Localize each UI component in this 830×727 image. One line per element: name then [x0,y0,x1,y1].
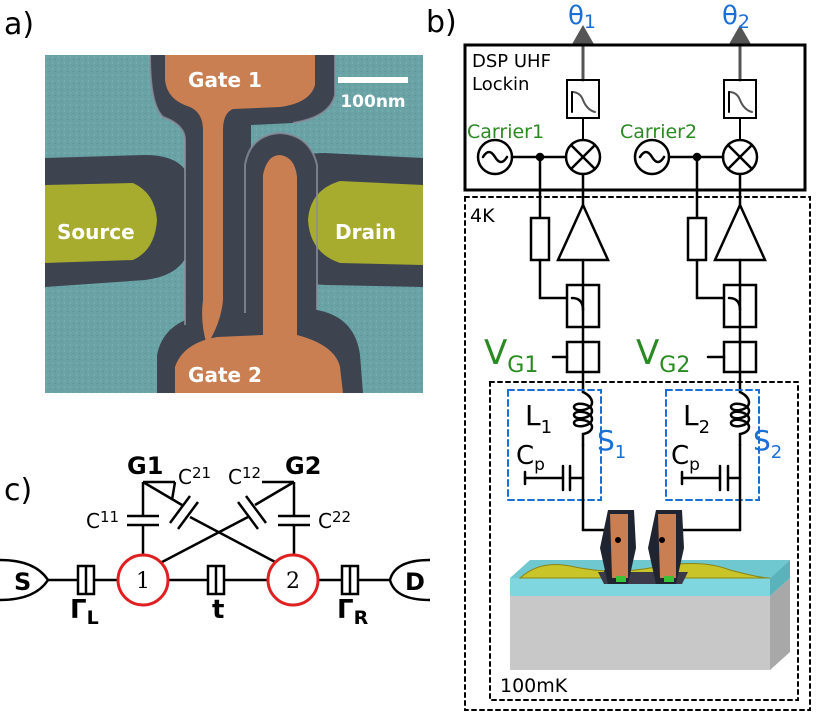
panel-b-label: b) [426,5,457,40]
source-reservoir [45,183,157,263]
stage-100mk-box [489,381,799,701]
drain-label: D [405,568,425,596]
panel-a-label: a) [4,7,34,42]
dot-1 [116,553,170,607]
device-3d [510,510,790,670]
lockin-line2: Lockin [472,74,529,95]
cp2-label: Cp [671,441,700,475]
vg2-label: VG2 [636,333,690,378]
c11-label: C11 [86,508,119,533]
l1-label: L1 [525,399,552,438]
dot-2 [266,553,320,607]
resonator-box-2 [665,389,760,501]
lockin-box [463,43,807,192]
s2-label: S2 [753,424,782,463]
inductor-2-icon [729,390,751,447]
dot-2-label: 2 [286,569,300,594]
gamma-r-label: ΓR [337,595,369,629]
panel-c-label: c) [4,473,32,508]
theta2-arrowhead [729,24,751,44]
source-label: S [14,568,31,596]
panel-b: b) θ1 θ2 DSP UHF Lockin Carrier1 Carrier… [426,1,811,711]
s1-label: S1 [597,424,626,463]
drain-lead [388,558,431,602]
stage-4k-box [464,196,811,711]
stage-4k-label: 4K [470,205,495,227]
c12-plate-a [244,495,268,524]
vg1-label: VG1 [484,333,538,378]
theta1-label: θ1 [568,1,596,33]
source-label: Source [57,220,135,244]
gate1-region [165,55,315,345]
c21-label: C21 [178,464,211,489]
lockin-line1: DSP UHF [472,51,551,72]
resistor-1 [529,216,551,262]
scale-bar [338,77,408,83]
c21-plate-b [176,501,200,530]
gate2-region [175,155,343,393]
carrier2-label: Carrier2 [620,121,697,143]
theta1-arrowhead [572,24,594,44]
c21-plate-a [168,495,192,524]
theta2-label: θ2 [722,1,750,33]
drain-label: Drain [335,220,396,244]
c22-label: C22 [318,508,351,533]
panel-a: a) [4,7,423,393]
c12-label: C12 [228,464,261,489]
gamma-l-label: ΓL [70,595,99,629]
gate2-label: Gate 2 [188,363,262,387]
c12-plate-b [236,501,260,530]
scale-bar-label: 100nm [340,92,405,112]
stage-100mk-label: 100mK [500,675,568,697]
dot-1-label: 1 [136,569,150,594]
g1-label: G1 [127,452,163,480]
g2-label: G2 [285,452,321,480]
amplifier-2-icon [713,201,767,262]
drain-reservoir [308,181,423,265]
panel-c: c) [0,452,431,629]
tunnel-label: t [212,595,224,625]
amplifier-1-icon [556,201,610,262]
gate1-label: Gate 1 [188,68,262,92]
l2-label: L2 [683,399,710,438]
resistor-2 [686,216,708,262]
inductor-1-icon [572,390,594,447]
sem-image: Gate 1 Gate 2 Source Drain 100nm [45,55,423,393]
resonator-box-1 [507,389,602,501]
carrier1-label: Carrier1 [467,121,544,143]
cp1-label: Cp [516,441,545,475]
